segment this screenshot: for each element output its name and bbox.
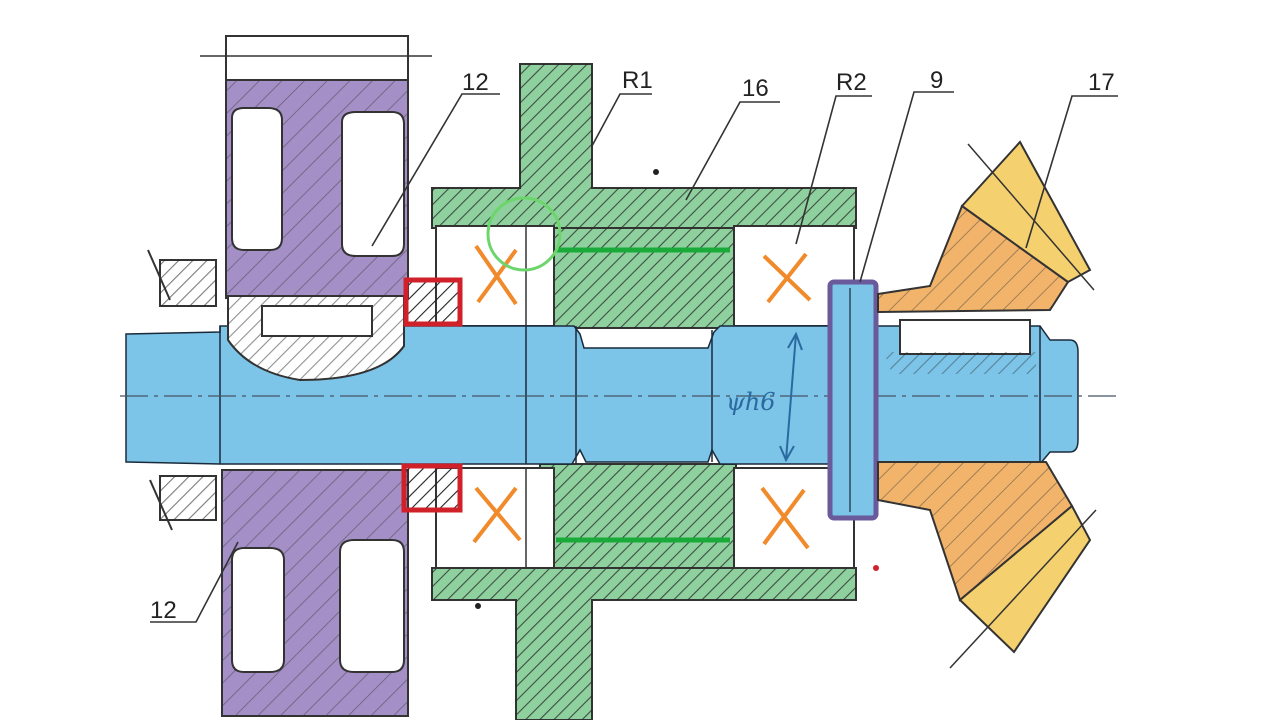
upper-seal: [403, 277, 463, 327]
left-upper-bearing: [435, 225, 555, 327]
bevel-gear: [877, 140, 1097, 669]
spur-gear: [200, 35, 432, 717]
spur-gear-lower-right-hole: [339, 539, 405, 673]
retaining-ring: [827, 279, 879, 521]
fit-annotation: ψh6: [726, 388, 776, 416]
bearing-housing: [431, 63, 857, 720]
marker-dot: [873, 565, 879, 571]
seals: [401, 277, 463, 513]
marker-dot: [475, 603, 481, 609]
leader-lines: [150, 91, 1118, 623]
marker-dot: [653, 169, 659, 175]
callout-17: 17: [1088, 69, 1115, 96]
right-key-slot: [899, 319, 1031, 355]
callout-labels: 12 12 R1 16 R2 9 17: [150, 67, 1115, 624]
callout-r1: R1: [622, 67, 653, 94]
fit-annotation-group: ψh6: [726, 331, 803, 463]
callout-9: 9: [930, 67, 943, 94]
callout-r2: R2: [836, 69, 867, 96]
left-nut-assembly: [147, 249, 217, 531]
left-key: [227, 295, 405, 382]
spur-gear-upper-left-hole: [231, 107, 283, 251]
callout-16: 16: [742, 75, 769, 102]
callout-12-top: 12: [462, 69, 489, 96]
spur-gear-tooth-band: [225, 35, 409, 81]
lower-seal: [401, 463, 463, 513]
callout-12-bottom: 12: [150, 597, 177, 624]
left-key-slot: [261, 305, 373, 337]
bevel-gear-lower-tooth: [958, 504, 1092, 654]
spur-gear-upper-right-hole: [341, 111, 405, 257]
spur-gear-lower-left-hole: [231, 547, 285, 673]
highlight-circle: [486, 196, 562, 272]
